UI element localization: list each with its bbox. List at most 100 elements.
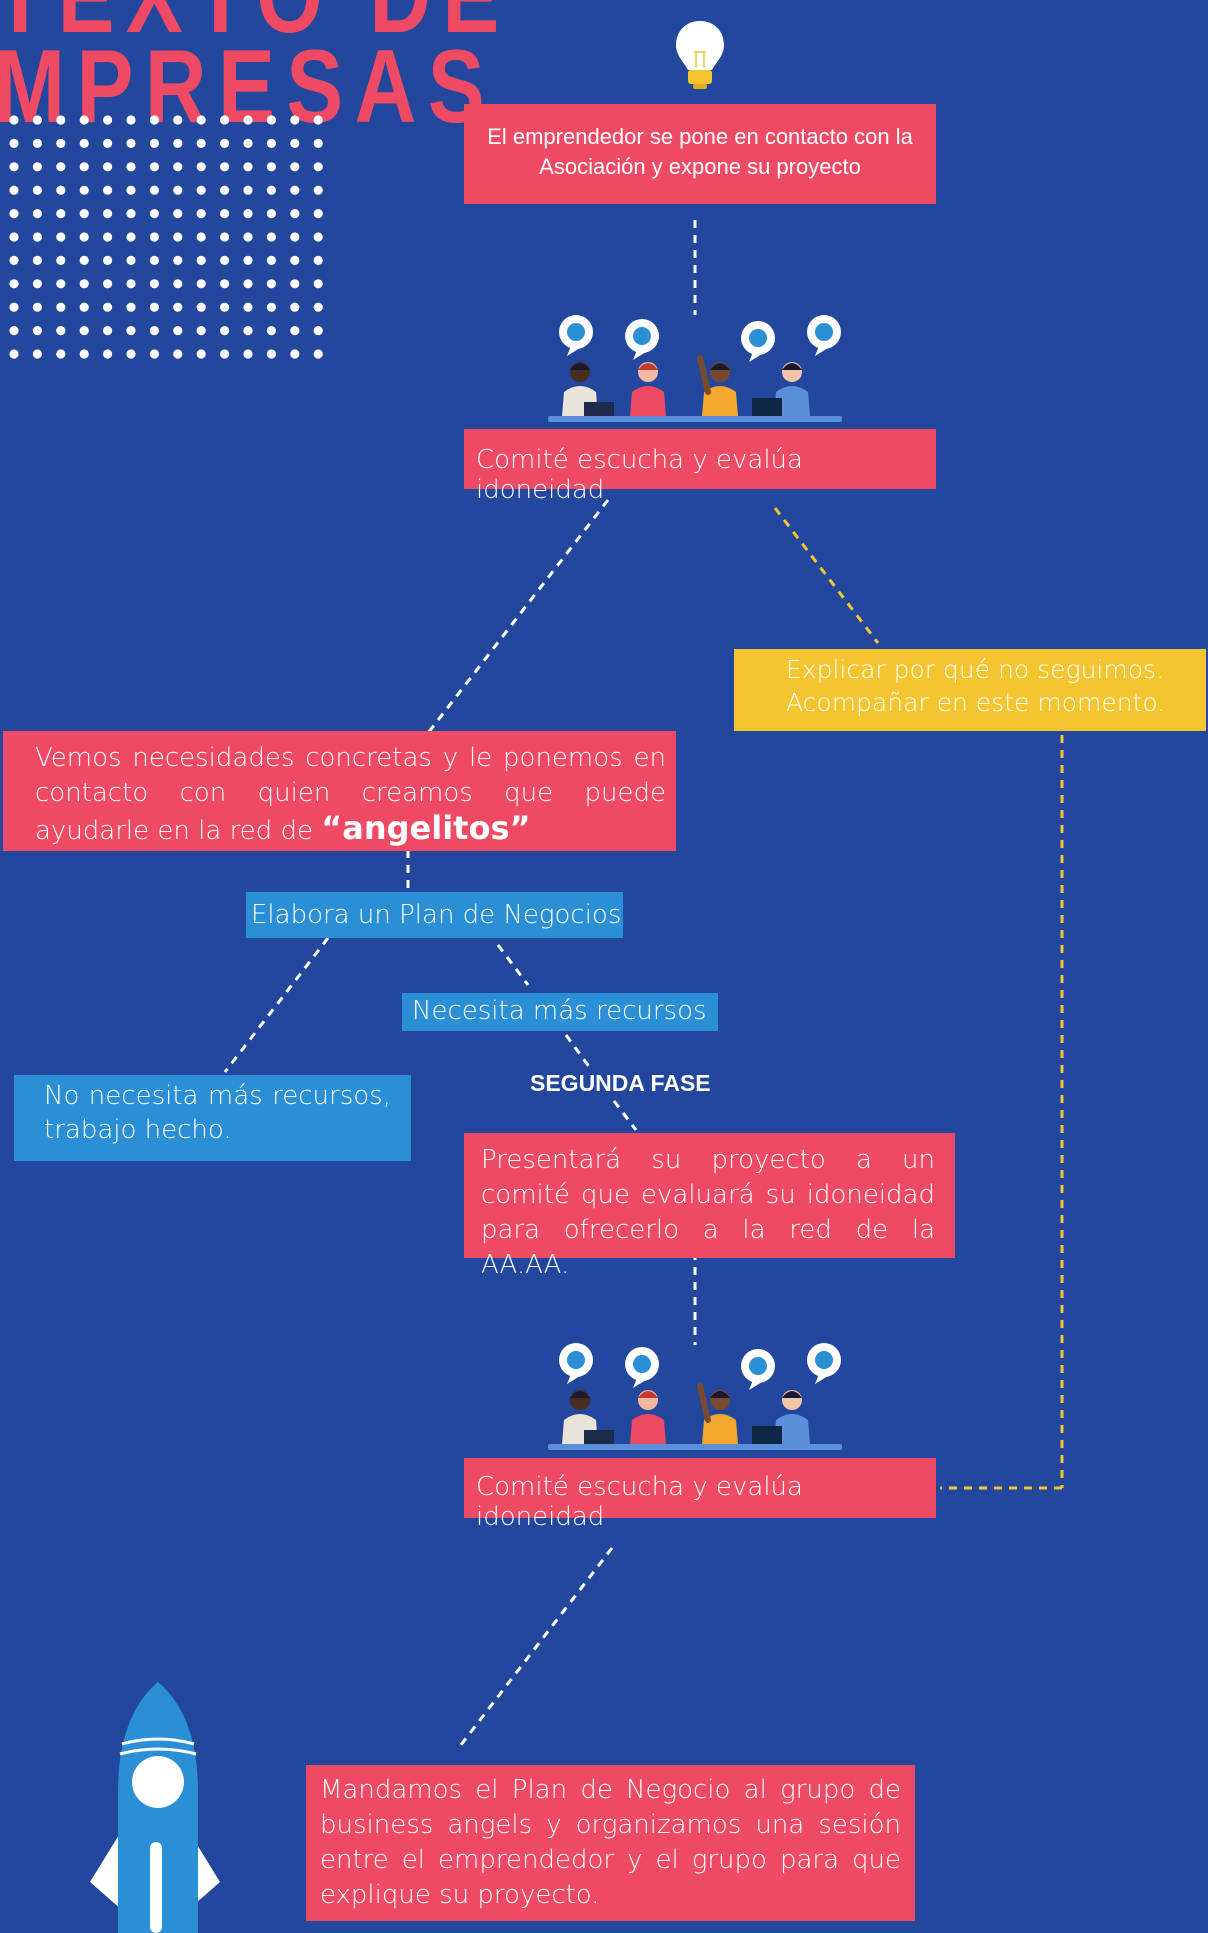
decor-dot [313,115,323,125]
decor-dot [243,115,253,125]
decor-dot [266,279,276,289]
decor-dot [149,138,159,148]
decor-dot [9,255,19,265]
decor-dot [173,185,183,195]
decor-dot [220,302,230,312]
title-line1: TEXTO DE [0,0,511,57]
decor-dot [173,279,183,289]
decor-dot [149,232,159,242]
step-present-box: Presentará su proyecto a un comité que e… [464,1133,955,1280]
decor-dot [149,302,159,312]
decor-dot [149,255,159,265]
decor-dot [126,349,136,359]
decor-dot [290,349,300,359]
step-contact-box: El emprendedor se pone en contacto con l… [464,104,936,204]
decor-dot [79,209,89,219]
decor-dot [149,326,159,336]
title-line2: MPRESAS [0,29,497,145]
decor-dot [32,232,43,242]
decor-dot [32,162,43,172]
decor-dot [243,279,253,289]
decor-dot [266,209,276,219]
decor-dot [196,255,206,265]
decor-dot [149,162,159,172]
decor-dot [173,232,183,242]
decor-dot [9,209,19,219]
decor-dot [243,162,253,172]
angelitos-emphasis: “angelitos” [321,809,531,847]
decor-dot [313,138,323,148]
decor-dot [290,115,300,125]
decor-dot [173,115,183,125]
rocket-icon [70,1682,240,1933]
decor-dot [103,326,113,336]
decor-dot [9,326,19,336]
decor-dot [126,138,136,148]
decor-dot [243,326,253,336]
decor-dot [32,279,43,289]
step-needs-text: Vemos necesidades concretas y le ponemos… [35,743,666,846]
decor-dot [32,302,43,312]
decor-dot [126,162,136,172]
decor-dot [290,232,300,242]
decor-dot [126,255,136,265]
decor-dot [313,255,323,265]
decor-dot [126,279,136,289]
step-more-box: Necesita más recursos [402,993,718,1031]
decor-dot [103,115,113,125]
decor-dot [196,326,206,336]
decor-dot [56,349,66,359]
decor-dot [243,255,253,265]
decor-dot [149,349,159,359]
decor-dot [266,162,276,172]
decor-dot [173,162,183,172]
decor-dot [56,302,66,312]
step-needs-box: Vemos necesidades concretas y le ponemos… [3,731,676,851]
decor-dot [56,279,66,289]
decor-dot [103,302,113,312]
decor-dot [290,138,300,148]
decor-dot [126,326,136,336]
decor-dot [220,209,230,219]
decor-dot [220,232,230,242]
decor-dot [32,185,43,195]
decor-dot [9,232,19,242]
step-committee-box-2: Comité escucha y evalúa idoneidad [464,1458,936,1532]
decor-dot [149,115,159,125]
decor-dot [243,302,253,312]
decor-dot [9,138,19,148]
decor-dot [220,138,230,148]
decor-dot [173,349,183,359]
decor-dot [290,279,300,289]
decor-dot [196,209,206,219]
step-plan-box: Elabora un Plan de Negocios [246,892,623,938]
decor-dot [220,255,230,265]
decor-dot [313,185,323,195]
decor-dot [196,279,206,289]
decor-dot [243,209,253,219]
decor-dot [266,115,276,125]
decor-dot [103,162,113,172]
decor-dot [196,185,206,195]
step-more-text: Necesita más recursos [412,996,707,1026]
decor-dot [32,209,43,219]
decor-dot [173,302,183,312]
step-no-more-box: No necesita más recursos, trabajo hecho. [14,1075,411,1161]
decor-dot [126,302,136,312]
decor-dot [220,279,230,289]
decor-dot [196,232,206,242]
decor-dot [243,138,253,148]
decor-dot [290,302,300,312]
decor-dot [79,232,89,242]
decor-dot [9,302,19,312]
decor-dot [196,162,206,172]
decor-dot [9,279,19,289]
decor-dot [103,255,113,265]
decor-dot [126,185,136,195]
decor-dot [126,115,136,125]
decor-dot [220,185,230,195]
decor-dot [313,162,323,172]
decor-dot [173,326,183,336]
decor-dot [32,115,43,125]
